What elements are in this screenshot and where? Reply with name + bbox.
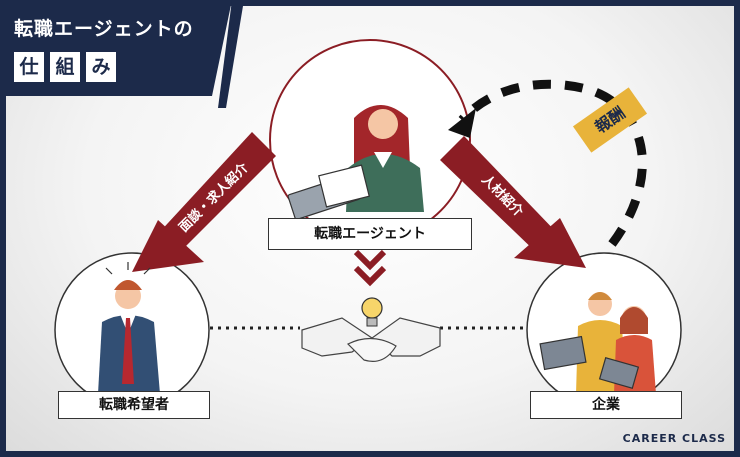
left-arrow-label: 面談・求人紹介 <box>176 159 252 235</box>
seeker-label-box: 転職希望者 <box>58 391 210 419</box>
title-band-tail <box>218 0 244 108</box>
down-chevron-icon <box>353 249 387 287</box>
title-char-2: 組 <box>50 52 80 82</box>
lightbulb-icon <box>361 297 383 327</box>
title-char-1: 仕 <box>14 52 44 82</box>
title-char-3: み <box>86 52 116 82</box>
job-seeker-illustration <box>98 262 160 394</box>
page-title: 転職エージェントの 仕 組 み <box>0 0 236 96</box>
company-label-box: 企業 <box>530 391 682 419</box>
agent-label-box: 転職エージェント <box>268 218 472 250</box>
right-arrow <box>440 136 586 268</box>
title-line1: 転職エージェントの <box>14 18 194 40</box>
brand-logo-text: CAREER CLASS <box>622 432 726 445</box>
left-arrow <box>132 132 276 272</box>
fee-arrowhead <box>448 108 476 138</box>
handshake-icon <box>301 317 441 362</box>
company-people-illustration <box>539 292 656 394</box>
title-line2: 仕 組 み <box>14 52 116 82</box>
agent-person-illustration <box>287 105 424 220</box>
